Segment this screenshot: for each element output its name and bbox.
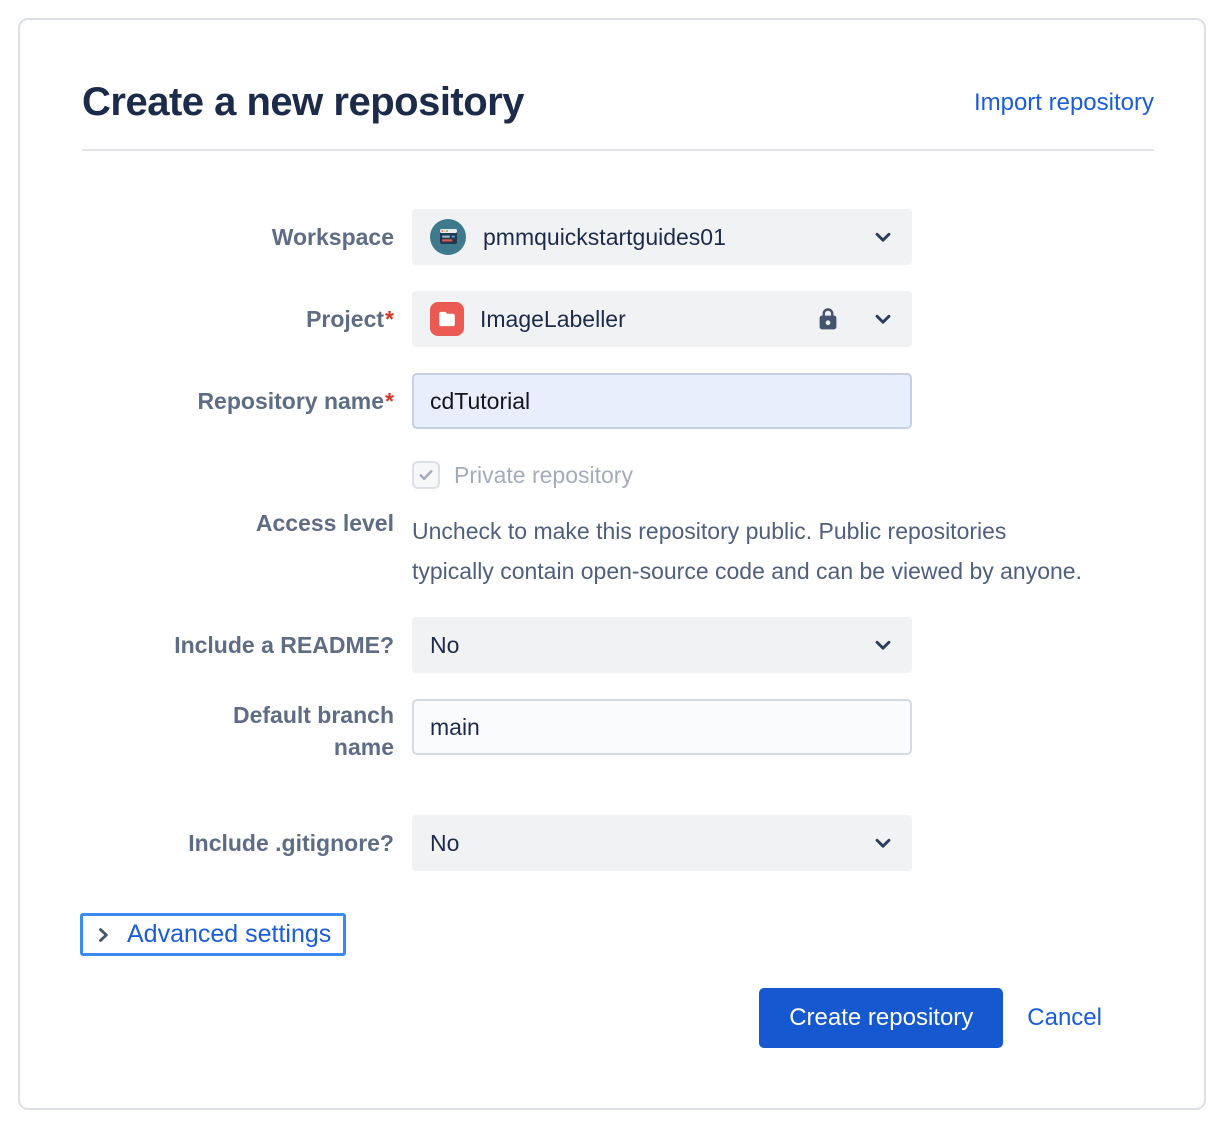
header-divider xyxy=(82,149,1154,151)
access-level-label: Access level xyxy=(255,510,394,536)
include-gitignore-row: Include .gitignore? No xyxy=(82,815,1154,871)
project-value: ImageLabeller xyxy=(480,305,626,332)
workspace-label: Workspace xyxy=(271,224,394,250)
access-level-row: Access level Private repository Uncheck … xyxy=(82,455,1154,591)
create-repository-form: Workspace pmmquickstartguide xyxy=(80,209,1154,1048)
import-repository-link[interactable]: Import repository xyxy=(973,88,1154,116)
chevron-down-icon xyxy=(872,226,894,248)
repository-name-label: Repository name* xyxy=(197,388,394,414)
workspace-avatar xyxy=(430,219,466,255)
include-readme-row: Include a README? No xyxy=(82,617,1154,673)
advanced-settings-label: Advanced settings xyxy=(127,920,332,948)
include-gitignore-select[interactable]: No xyxy=(412,815,912,871)
default-branch-label: Default branch name xyxy=(232,702,394,760)
dialog-header: Create a new repository Import repositor… xyxy=(82,80,1154,125)
include-gitignore-value: No xyxy=(430,829,460,856)
project-avatar-icon xyxy=(430,302,464,336)
include-readme-select[interactable]: No xyxy=(412,617,912,673)
include-gitignore-label: Include .gitignore? xyxy=(188,830,394,856)
project-select[interactable]: ImageLabeller xyxy=(412,291,912,347)
lock-icon xyxy=(814,305,842,333)
private-repository-checkbox xyxy=(412,461,440,489)
create-repository-button[interactable]: Create repository xyxy=(759,988,1004,1048)
required-marker: * xyxy=(385,388,394,414)
include-readme-value: No xyxy=(430,631,460,658)
cancel-link[interactable]: Cancel xyxy=(1027,1004,1102,1031)
workspace-row: Workspace pmmquickstartguide xyxy=(82,209,1154,265)
chevron-down-icon xyxy=(872,832,894,854)
page-title: Create a new repository xyxy=(82,80,525,124)
chevron-down-icon xyxy=(872,634,894,656)
include-readme-label: Include a README? xyxy=(174,632,394,658)
repository-name-input[interactable] xyxy=(412,373,912,429)
workspace-value: pmmquickstartguides01 xyxy=(483,223,726,250)
advanced-settings-toggle[interactable]: Advanced settings xyxy=(80,913,347,956)
project-row: Project* ImageLabeller xyxy=(82,291,1154,347)
dialog-footer: Create repository Cancel xyxy=(82,988,1154,1048)
chevron-down-icon xyxy=(872,308,894,330)
project-label: Project* xyxy=(306,306,394,332)
chevron-right-icon xyxy=(93,925,113,945)
required-marker: * xyxy=(385,306,394,332)
workspace-select[interactable]: pmmquickstartguides01 xyxy=(412,209,912,265)
private-repository-label: Private repository xyxy=(454,461,633,488)
access-level-description: Uncheck to make this repository public. … xyxy=(412,518,1082,584)
default-branch-input[interactable] xyxy=(412,699,912,755)
repository-name-row: Repository name* xyxy=(82,373,1154,429)
create-repository-dialog: Create a new repository Import repositor… xyxy=(18,18,1206,1110)
default-branch-row: Default branch name xyxy=(82,699,1154,763)
